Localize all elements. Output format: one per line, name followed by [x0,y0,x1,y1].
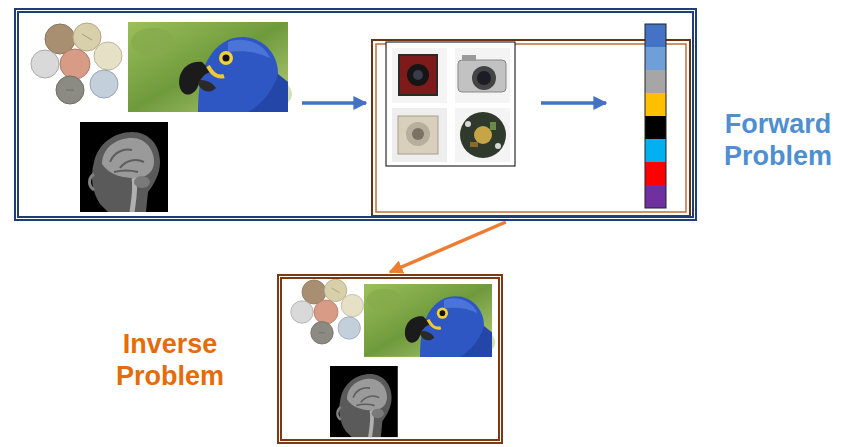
forward-frame: Forward Problem [14,8,697,221]
problem-label: Inverse Problem [95,328,245,393]
color-bar [645,24,666,208]
inverse-arrow [390,222,506,272]
mri-picture [330,366,398,437]
pills-picture [291,279,364,344]
parrot-picture [128,22,292,112]
device-box [372,40,690,216]
problem-label: Forward Problem [714,108,842,173]
parrot-picture [364,284,495,357]
pills-picture [31,23,122,104]
mri-picture [80,122,168,212]
flow-arrow [302,101,366,105]
camera-pictures [386,42,515,166]
flow-arrow [541,101,606,105]
inverse-frame: Inverse Problem [277,274,503,444]
